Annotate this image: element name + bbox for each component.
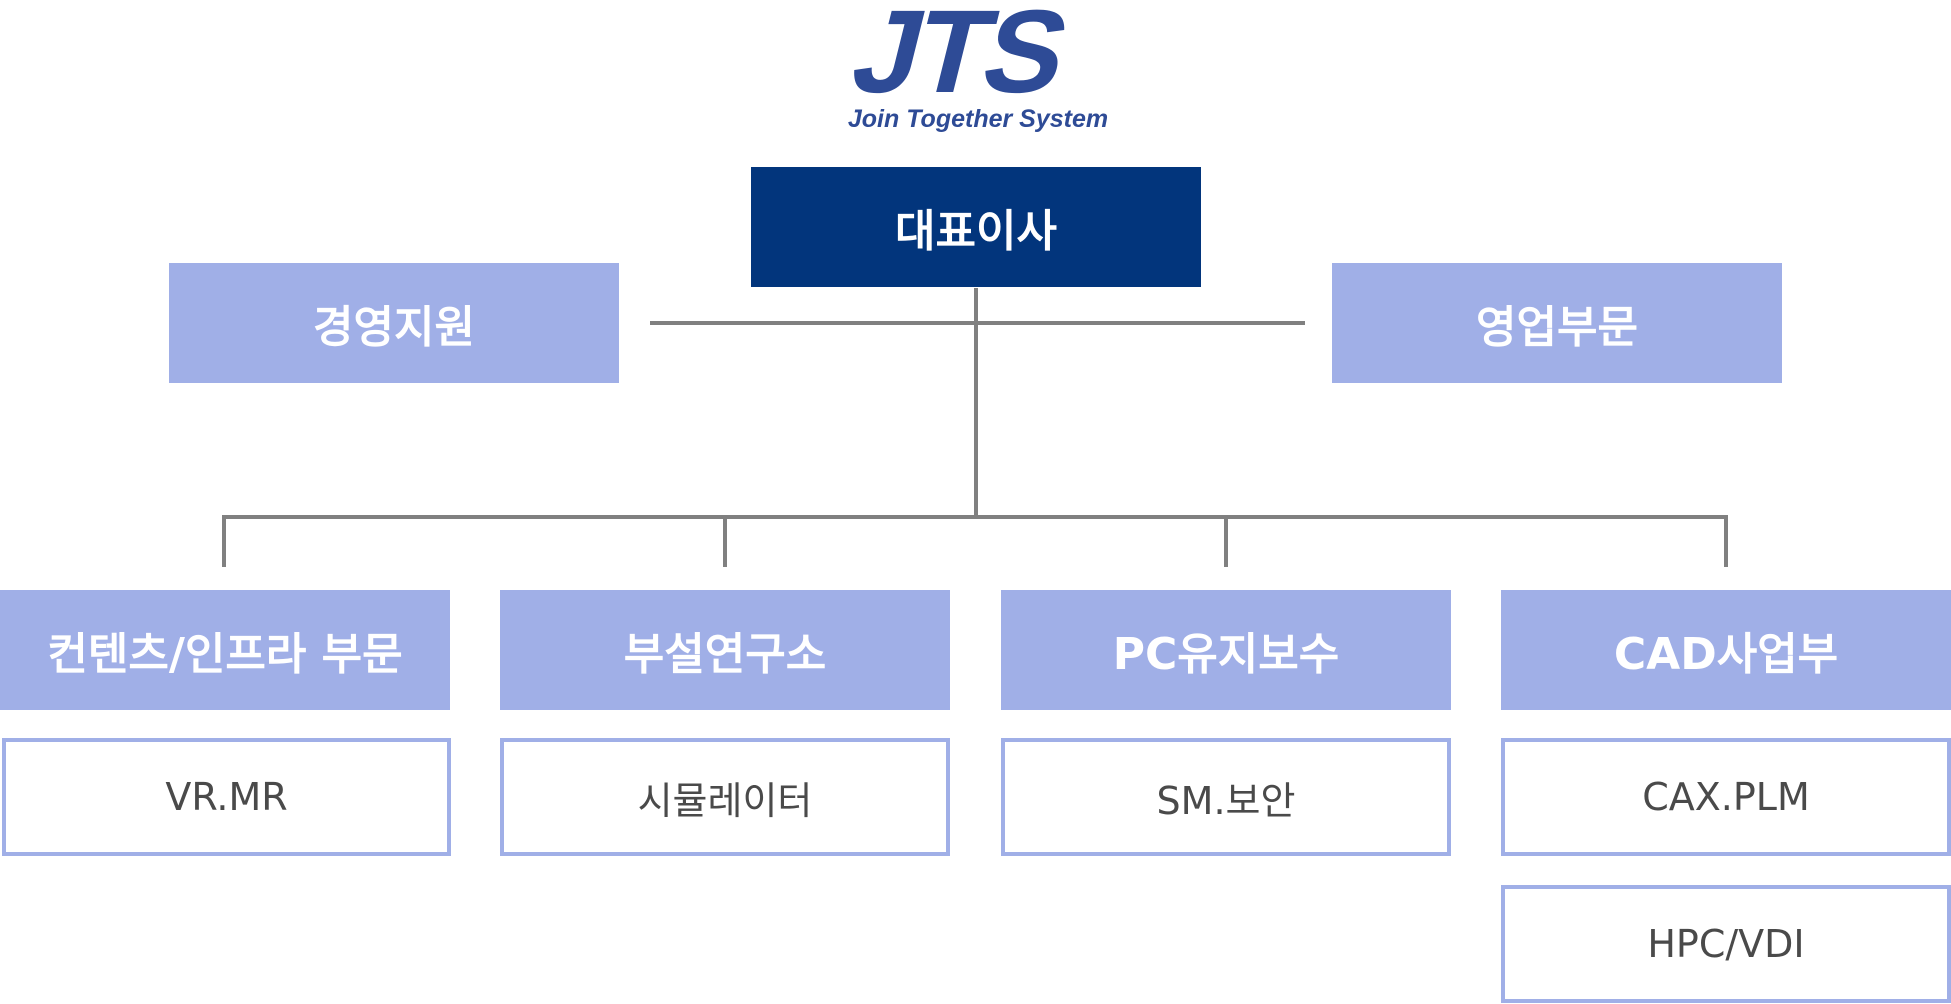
division-box-cad: CAD사업부 (1501, 590, 1951, 710)
ceo-connector-vertical (974, 288, 978, 518)
team-label: CAX.PLM (1642, 775, 1810, 819)
team-label: SM.보안 (1156, 778, 1296, 823)
division-label: CAD사업부 (1613, 629, 1839, 680)
division-drop-3 (1224, 515, 1228, 567)
division-box-pc-maintenance: PC유지보수 (1001, 590, 1451, 710)
ceo-box: 대표이사 (751, 167, 1201, 287)
logo-mark: JTS (841, 0, 1078, 118)
team-label: HPC/VDI (1647, 922, 1805, 966)
division-label: 부설연구소 (623, 629, 827, 680)
staff-box-sales: 영업부문 (1332, 263, 1782, 383)
division-drop-1 (222, 515, 226, 567)
team-label: VR.MR (165, 775, 288, 819)
ceo-label: 대표이사 (895, 206, 1057, 257)
team-box-cax-plm: CAX.PLM (1501, 738, 1951, 856)
team-box-sm-security: SM.보안 (1001, 738, 1451, 856)
division-drop-2 (723, 515, 727, 567)
team-box-simulator: 시뮬레이터 (500, 738, 950, 856)
division-drop-4 (1724, 515, 1728, 567)
division-connector-horizontal (222, 515, 1728, 519)
team-label: 시뮬레이터 (637, 778, 813, 823)
company-logo: JTS Join Together System (828, 0, 1128, 135)
division-box-contents-infra: 컨텐츠/인프라 부문 (0, 590, 450, 710)
division-label: 컨텐츠/인프라 부문 (47, 629, 403, 680)
team-box-vr-mr: VR.MR (2, 738, 451, 856)
team-box-hpc-vdi: HPC/VDI (1501, 885, 1951, 1003)
division-label: PC유지보수 (1112, 629, 1340, 680)
logo-tagline: Join Together System (848, 105, 1108, 133)
staff-label: 경영지원 (313, 302, 475, 353)
division-box-research-lab: 부설연구소 (500, 590, 950, 710)
staff-box-management-support: 경영지원 (169, 263, 619, 383)
staff-label: 영업부문 (1476, 302, 1638, 353)
